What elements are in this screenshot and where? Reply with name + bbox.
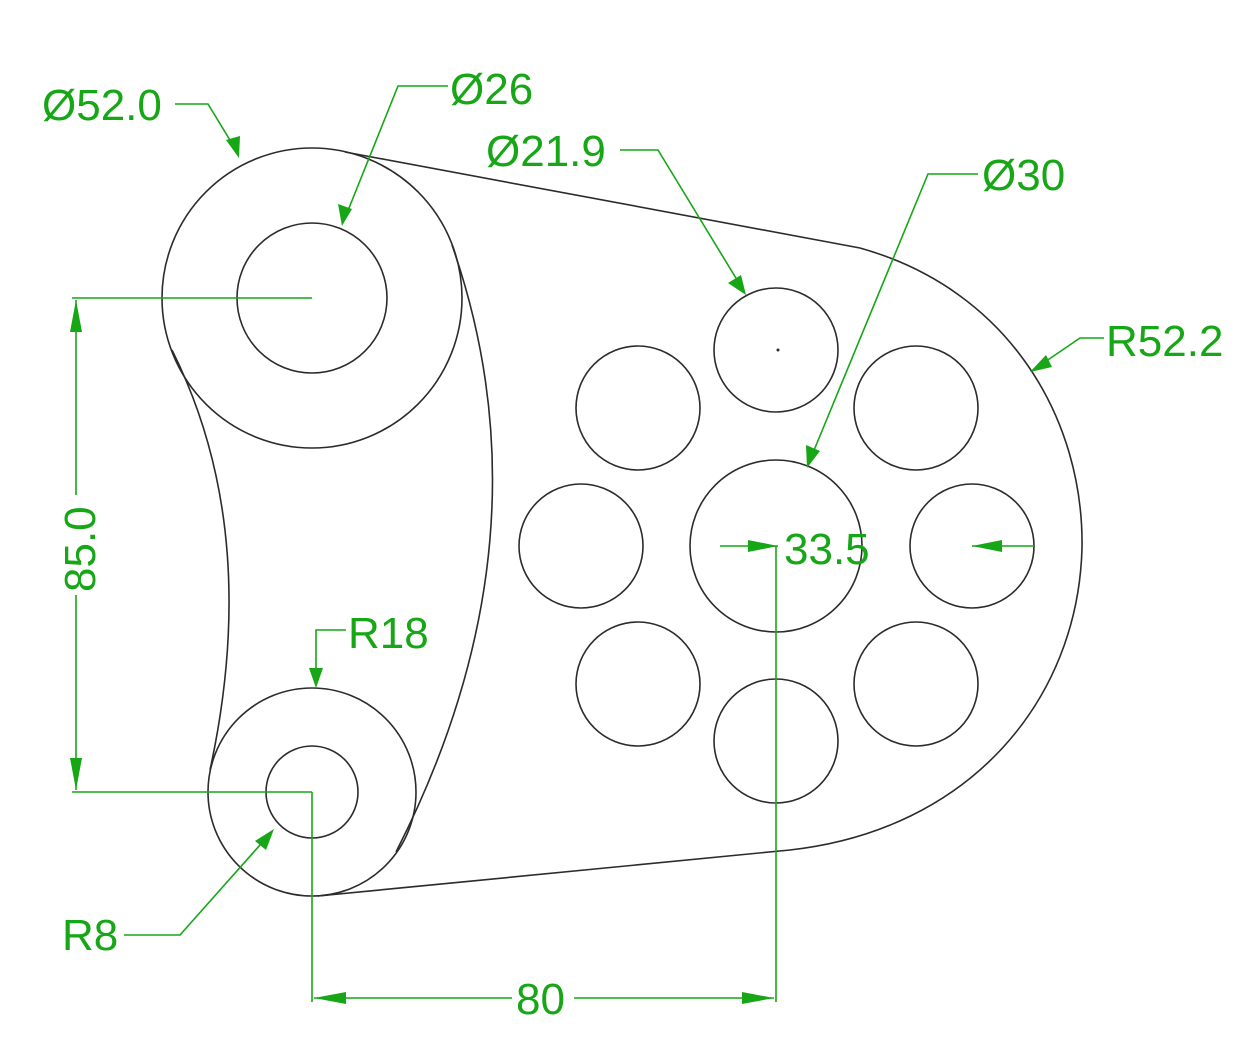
arm-left-arc xyxy=(171,349,230,771)
pattern-hole-bottom-left xyxy=(575,621,701,747)
dim-bolt-circle-radius: 33.5 xyxy=(720,525,1034,574)
label-bottom-boss-hole-radius: R8 xyxy=(62,911,118,960)
label-horizontal-center-distance: 80 xyxy=(516,975,565,1024)
bottom-tangent-line xyxy=(317,849,791,897)
dim-top-boss-hole: Ø26 xyxy=(338,65,533,226)
center-mark-dot xyxy=(776,348,780,352)
label-bolt-circle-radius: 33.5 xyxy=(784,525,870,574)
label-top-boss-hole-diameter: Ø26 xyxy=(450,65,533,114)
pattern-hole-top-left xyxy=(575,345,701,471)
label-center-hole-diameter: Ø30 xyxy=(982,151,1065,200)
dim-center-hole: Ø30 xyxy=(806,151,1065,468)
part-geometry xyxy=(161,147,1083,897)
dim-vertical-center-distance: 85.0 xyxy=(56,297,312,793)
top-tangent-line xyxy=(344,151,861,249)
arm-right-arc xyxy=(395,244,494,853)
dim-top-boss-outer: Ø52.0 xyxy=(42,81,240,158)
pattern-hole-top xyxy=(713,287,839,413)
dim-right-end-radius: R52.2 xyxy=(1030,317,1223,372)
dim-horizontal-center-distance: 80 xyxy=(311,546,777,1024)
label-top-boss-outer-diameter: Ø52.0 xyxy=(42,81,162,130)
dim-pattern-hole: Ø21.9 xyxy=(486,127,746,295)
dimensions: Ø52.0 Ø26 Ø21.9 Ø30 R52.2 xyxy=(42,65,1223,1024)
pattern-hole-bottom-right xyxy=(853,621,979,747)
label-vertical-center-distance: 85.0 xyxy=(56,506,105,592)
pattern-hole-left xyxy=(518,483,644,609)
right-end-arc xyxy=(789,247,1083,851)
label-bottom-boss-outer-radius: R18 xyxy=(348,609,429,658)
dim-bottom-boss-hole-radius: R8 xyxy=(62,829,274,960)
label-pattern-hole-diameter: Ø21.9 xyxy=(486,127,606,176)
dim-bottom-boss-outer-radius: R18 xyxy=(309,609,429,688)
label-right-end-radius: R52.2 xyxy=(1106,317,1223,366)
pattern-hole-top-right xyxy=(853,345,979,471)
